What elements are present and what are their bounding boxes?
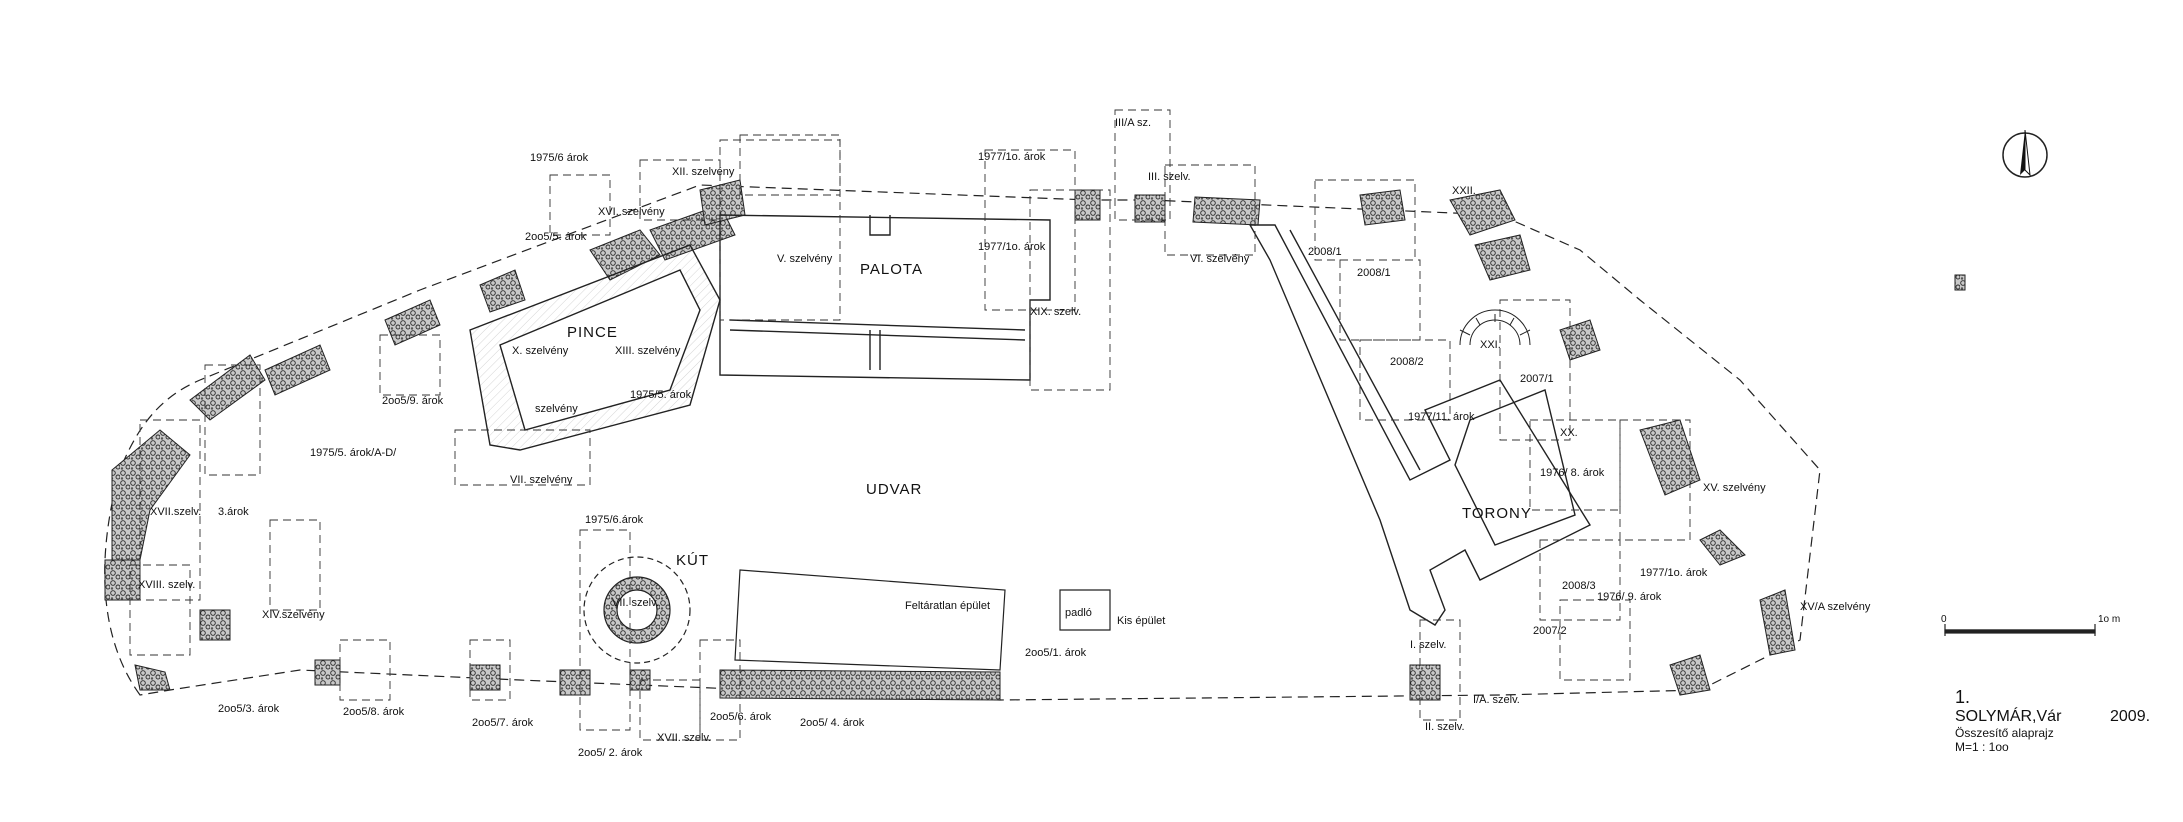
label-ditch-2005-8: 2oo5/8. árok <box>343 706 405 718</box>
title-site: SOLYMÁR,Vár <box>1955 708 2062 725</box>
label-ditch-1975-5: 1975/5. árok <box>630 389 692 401</box>
label-ditch-2005-1: 2oo5/1. árok <box>1025 647 1087 659</box>
label-unexcavated: Feltáratlan épület <box>905 600 990 612</box>
title-number: 1. <box>1955 687 1971 707</box>
label-sect-ii: II. szelv. <box>1425 721 1465 733</box>
label-sect-xix: XIX. szelv. <box>1030 306 1082 318</box>
label-ditch-1977-10b: 1977/1o. árok <box>978 241 1046 253</box>
label-ditch-2005-3: 2oo5/3. árok <box>218 703 280 715</box>
label-kut: KÚT <box>676 552 709 569</box>
label-ditch-2005-2: 2oo5/ 2. árok <box>578 747 643 759</box>
label-sect-ia: I/A. szelv. <box>1473 694 1520 706</box>
label-sect-iii: III. szelv. <box>1148 171 1191 183</box>
title-year: 2009. <box>2110 708 2151 725</box>
label-ditch-2005-7: 2oo5/7. árok <box>472 717 534 729</box>
label-ditch-2005-4: 2oo5/ 4. árok <box>800 717 865 729</box>
label-ditch-1976-9: 1976/ 9. árok <box>1597 591 1662 603</box>
label-ditch-2008-1b: 2008/1 <box>1357 267 1391 279</box>
label-ditch-2008-1a: 2008/1 <box>1308 246 1342 258</box>
label-ditch-2008-3: 2008/3 <box>1562 580 1596 592</box>
excavation-trenches <box>129 109 1691 741</box>
label-sect-xvi: XVI. szelvény <box>598 206 665 218</box>
label-udvar: UDVAR <box>866 481 923 498</box>
label-ditch-1977-10a: 1977/1o. árok <box>978 151 1046 163</box>
label-sect-xxii: XXII. <box>1452 185 1476 197</box>
label-ditch-2007-1: 2007/1 <box>1520 373 1554 385</box>
label-sect-xvii-b: XVII. szelv. <box>657 732 712 744</box>
label-padlo: padló <box>1065 607 1092 619</box>
tower-walls <box>1248 224 1591 626</box>
scale-bar <box>1944 624 2096 636</box>
label-ditch-1977-11: 1977/11. árok <box>1408 411 1475 423</box>
north-arrow-icon <box>2002 129 2048 178</box>
label-sect-vii: VII. szelvény <box>510 474 573 486</box>
label-sect-xii: XII. szelvény <box>672 166 735 178</box>
label-sect-xv: XV. szelvény <box>1703 482 1766 494</box>
label-sect-vi: VI. szelvény <box>1190 253 1250 265</box>
label-sect-xiii: XIII. szelvény <box>615 345 681 357</box>
label-sect-xx: XX. <box>1560 427 1578 439</box>
label-sect-v: V. szelvény <box>777 253 833 265</box>
label-sect-small: szelvény <box>535 403 578 415</box>
label-sect-xva: XV/A szelvény <box>1800 601 1871 613</box>
palace-walls <box>719 214 1051 381</box>
enclosure-wall <box>104 184 1821 701</box>
label-ditch-2005-5: 2oo5/5. árok <box>525 231 587 243</box>
label-palota: PALOTA <box>860 261 923 278</box>
label-ditch-1975-6b: 1975/6.árok <box>585 514 644 526</box>
well <box>583 556 691 664</box>
title-ratio: M=1 : 1oo <box>1955 740 2009 754</box>
label-sect-xvii: XVII.szelv. <box>150 506 202 518</box>
label-ditch-2007-2: 2007/2 <box>1533 625 1567 637</box>
label-sect-x: X. szelvény <box>512 345 569 357</box>
label-sect-iiia: III/A sz. <box>1115 117 1152 129</box>
label-ditch-1977-10c: 1977/1o. árok <box>1640 567 1708 579</box>
label-ditch-1975-6: 1975/6 árok <box>530 152 589 164</box>
title-subtitle: Összesítő alaprajz <box>1955 726 2054 740</box>
label-sect-xxi: XXI. <box>1480 339 1501 351</box>
label-sect-xiv: XIV.szelvény <box>262 609 325 621</box>
label-pince: PINCE <box>567 324 618 341</box>
label-ditch-2005-6: 2oo5/6. árok <box>710 711 772 723</box>
label-ditch-2008-2: 2008/2 <box>1390 356 1424 368</box>
stone-walls <box>104 179 1966 701</box>
label-sect-vii-well: VII. szelv. <box>612 597 659 609</box>
label-sect-i: I. szelv. <box>1410 639 1447 651</box>
small-building <box>1059 589 1111 631</box>
label-kis-epulet: Kis épület <box>1117 615 1166 627</box>
unexcavated-building <box>734 569 1006 671</box>
staircase <box>1459 309 1531 346</box>
label-torony: TORONY <box>1462 505 1532 522</box>
label-ditch-3: 3.árok <box>218 506 249 518</box>
label-ditch-2005-9: 2oo5/9. árok <box>382 395 444 407</box>
label-sect-xviii: XVIII. szelv. <box>138 579 196 591</box>
label-ditch-1976-8: 1976/ 8. árok <box>1540 467 1605 479</box>
scale-start-label: 0 <box>1941 614 1947 625</box>
scale-end-label: 1o m <box>2098 614 2121 625</box>
label-ditch-1975-5ad: 1975/5. árok/A-D/ <box>310 447 397 459</box>
cellar-walls <box>469 244 721 451</box>
